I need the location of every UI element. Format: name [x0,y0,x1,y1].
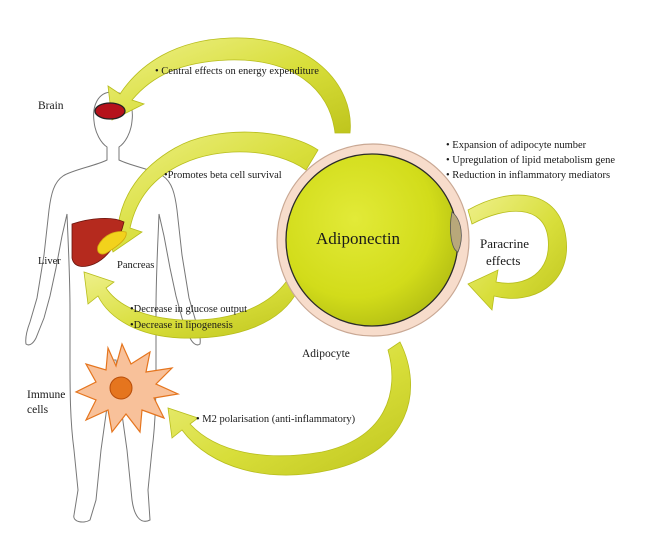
pancreas-label: Pancreas [117,260,154,271]
paracrine-effect-2: • Upregulation of lipid metabolism gene [446,155,615,166]
pancreas-organ [97,231,127,255]
adiponectin-label: Adiponectin [316,229,401,248]
immune-label-line2: cells [27,404,49,416]
central-effects-text: • Central effects on energy expenditure [155,66,319,77]
paracrine-effect-3: • Reduction in inflammatory mediators [446,170,610,181]
paracrine-label-line1: Paracrine [480,236,529,251]
paracrine-effect-1: • Expansion of adipocyte number [446,140,587,151]
immune-cell [74,342,181,434]
liver-label: Liver [38,256,61,267]
brain-organ [94,102,126,120]
brain-label: Brain [38,100,64,112]
paracrine-label-line2: effects [486,253,520,268]
adipocyte-cell [276,143,470,337]
beta-cell-text: •Promotes beta cell survival [164,170,282,181]
arrow-to-immune-cells [167,341,411,476]
adipocyte-label: Adipocyte [302,348,350,360]
glucose-output-text: •Decrease in glucose output [130,304,247,315]
arrow-paracrine-loop [467,194,567,311]
adipocyte-nucleus [450,211,462,253]
immune-cell-nucleus [109,376,133,400]
lipogenesis-text: •Decrease in lipogenesis [130,320,233,331]
arrow-to-liver [83,271,299,339]
arrow-to-brain [107,37,351,134]
immune-label-line1: Immune [27,389,65,401]
m2-polarisation-text: • M2 polarisation (anti-inflammatory) [196,414,356,425]
